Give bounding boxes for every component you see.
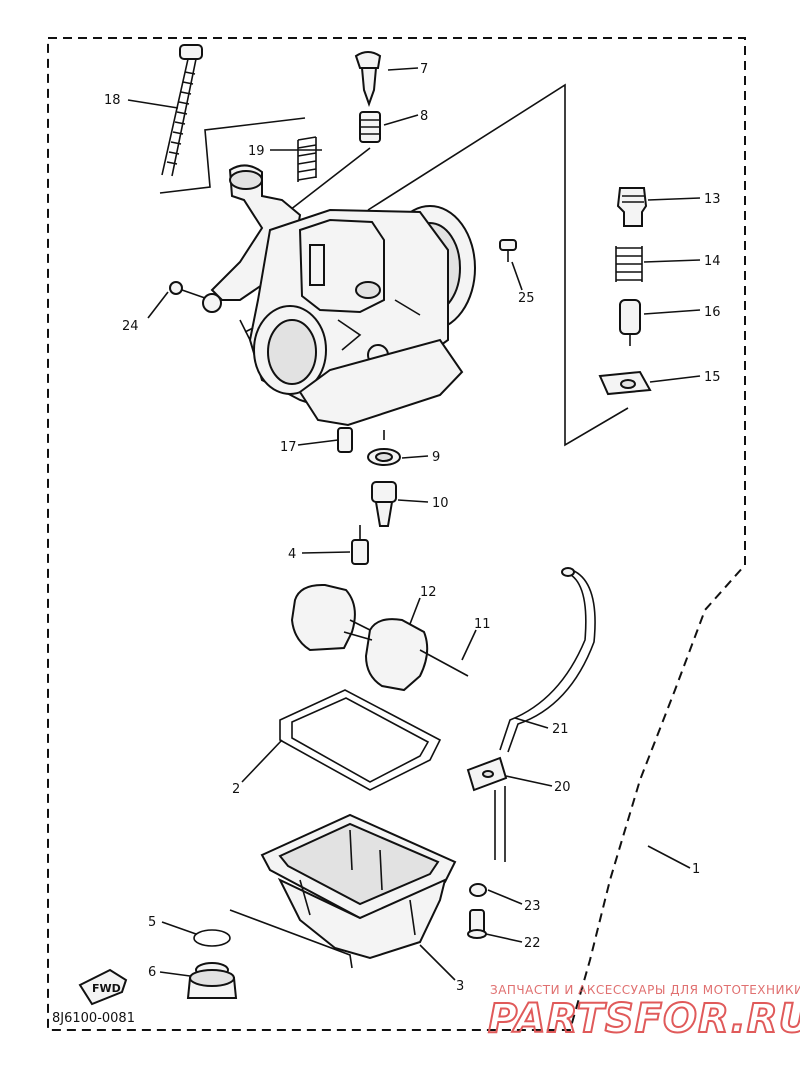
float-bowl-3 bbox=[260, 813, 457, 960]
fwd-arrow: FWD bbox=[78, 968, 128, 1006]
guide-line-bowl bbox=[229, 909, 353, 969]
plug-13 bbox=[616, 187, 648, 227]
label-24: 24 bbox=[122, 319, 139, 334]
watermark-tagline: ЗАПЧАСТИ И АКСЕССУАРЫ ДЛЯ МОТОТЕХНИКИ bbox=[490, 983, 800, 997]
label-17: 17 bbox=[280, 440, 297, 455]
label-2: 2 bbox=[232, 782, 240, 797]
label-11: 11 bbox=[474, 617, 491, 632]
label-18: 18 bbox=[104, 93, 121, 108]
drain-plug-6 bbox=[186, 962, 238, 999]
watermark-brand: PARTSFOR.RU bbox=[488, 996, 800, 1042]
label-14: 14 bbox=[704, 254, 721, 269]
label-8: 8 bbox=[420, 109, 428, 124]
label-19: 19 bbox=[248, 144, 265, 159]
watermark: ЗАПЧАСТИ И АКСЕССУАРЫ ДЛЯ МОТОТЕХНИКИ PA… bbox=[487, 983, 800, 1043]
jet-17 bbox=[337, 427, 353, 453]
screw-22 bbox=[467, 909, 487, 939]
guide-line-center bbox=[359, 430, 385, 540]
fwd-mark: FWD bbox=[92, 982, 121, 995]
label-12: 12 bbox=[420, 585, 437, 600]
label-25: 25 bbox=[518, 291, 535, 306]
label-7: 7 bbox=[420, 62, 428, 77]
spring-19 bbox=[297, 136, 317, 182]
guide-line-7-8 bbox=[289, 147, 371, 211]
label-22: 22 bbox=[524, 936, 541, 951]
label-16: 16 bbox=[704, 305, 721, 320]
label-13: 13 bbox=[704, 192, 721, 207]
label-15: 15 bbox=[704, 370, 721, 385]
float-12 bbox=[290, 583, 429, 692]
guide-line-18 bbox=[159, 117, 306, 194]
label-10: 10 bbox=[432, 496, 449, 511]
main-jet-4 bbox=[351, 539, 369, 565]
label-21: 21 bbox=[552, 722, 569, 737]
carburetor-body bbox=[210, 164, 476, 427]
spring-8 bbox=[359, 111, 381, 143]
part-labels: 18 7 8 19 13 14 16 15 24 25 17 9 10 4 12… bbox=[104, 62, 721, 994]
screw-25 bbox=[499, 239, 517, 262]
guide-line-13-16 bbox=[367, 83, 629, 447]
gasket-2 bbox=[279, 689, 442, 791]
label-20: 20 bbox=[554, 780, 571, 795]
label-6: 6 bbox=[148, 965, 156, 980]
leader-lines bbox=[127, 67, 701, 981]
needle-valve-10 bbox=[371, 481, 397, 527]
plunger-16 bbox=[619, 299, 641, 346]
drawing-code: 8J6100-0081 bbox=[52, 1011, 135, 1026]
plate-15 bbox=[598, 370, 652, 396]
label-3: 3 bbox=[456, 979, 464, 994]
washer-9 bbox=[367, 448, 401, 466]
spring-14 bbox=[615, 246, 643, 282]
label-23: 23 bbox=[524, 899, 541, 914]
screw-24 bbox=[169, 281, 222, 313]
label-4: 4 bbox=[288, 547, 296, 562]
washer-23 bbox=[469, 883, 487, 897]
pilot-screw-7 bbox=[354, 51, 382, 107]
leader-1 bbox=[647, 845, 691, 869]
tube-bracket-20 bbox=[466, 756, 508, 862]
label-5: 5 bbox=[148, 915, 156, 930]
float-pin-11 bbox=[419, 649, 469, 677]
screw-18 bbox=[161, 44, 203, 177]
hose-21 bbox=[499, 567, 596, 753]
o-ring-5 bbox=[193, 929, 231, 947]
label-1: 1 bbox=[692, 862, 700, 877]
label-9: 9 bbox=[432, 450, 440, 465]
